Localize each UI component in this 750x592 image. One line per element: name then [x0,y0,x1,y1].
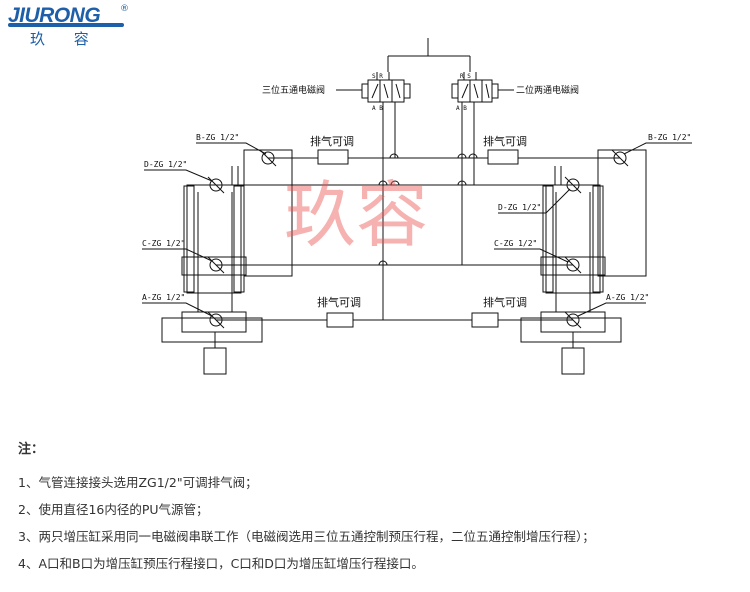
right-port-d-label: D-ZG 1/2" [498,203,541,212]
right-booster-cylinder [520,149,647,375]
left-port-c-label: C-ZG 1/2" [142,239,185,248]
vent-box-top-left [317,149,349,165]
vent-box-top-right [487,149,519,165]
brand-logo: JIURONG ® 玖 容 [8,4,138,56]
right-solenoid-valve [451,72,499,112]
right-port-a-label: A-ZG 1/2" [606,293,649,302]
note-item-4: 4、A口和B口为增压缸预压行程接口，C口和D口为增压缸增压行程接口。 [18,556,424,571]
right-valve-label: 二位两通电磁阀 [516,84,579,96]
left-valve-outlets: A B [372,105,383,112]
right-port-c-label: C-ZG 1/2" [494,239,537,248]
left-valve-label: 三位五通电磁阀 [262,84,325,96]
pneumatic-diagram: 玖容 三位五通电磁阀 二位两通电磁阀 S R R S A B A B 排气可调 … [142,38,692,375]
logo-wordmark: JIURONG [8,4,101,27]
vent-box-bottom-left [326,312,354,328]
right-valve-outlets: A B [456,105,467,112]
left-valve-ports: S R [372,73,383,80]
left-port-a-label: A-ZG 1/2" [142,293,185,302]
notes-title: 注： [18,442,45,457]
note-item-1: 1、气管连接接头选用ZG1/2"可调排气阀； [18,475,258,490]
vent-label-bottom-right: 排气可调 [483,295,527,309]
left-booster-cylinder [161,149,293,375]
left-port-d-label: D-ZG 1/2" [144,160,187,169]
vent-label-top-right: 排气可调 [483,134,527,148]
left-solenoid-valve [361,72,411,112]
vent-box-bottom-right [471,312,499,328]
note-item-2: 2、使用直径16内径的PU气源管； [18,502,209,517]
right-port-b-label: B-ZG 1/2" [648,133,691,142]
right-valve-ports: R S [460,73,471,80]
logo-chinese-name: 玖 容 [30,30,101,48]
logo-registered-mark: ® [120,4,129,14]
note-item-3: 3、两只增压缸采用同一电磁阀串联工作（电磁阀选用三位五通控制预压行程，二位五通控… [18,529,595,544]
vent-label-top-left: 排气可调 [310,134,354,148]
vent-label-bottom-left: 排气可调 [317,295,361,309]
watermark: 玖容 [284,173,428,257]
logo-swoosh [8,23,124,27]
left-port-b-label: B-ZG 1/2" [196,133,239,142]
notes-section: 注： 1、气管连接接头选用ZG1/2"可调排气阀； 2、使用直径16内径的PU气… [18,438,738,577]
